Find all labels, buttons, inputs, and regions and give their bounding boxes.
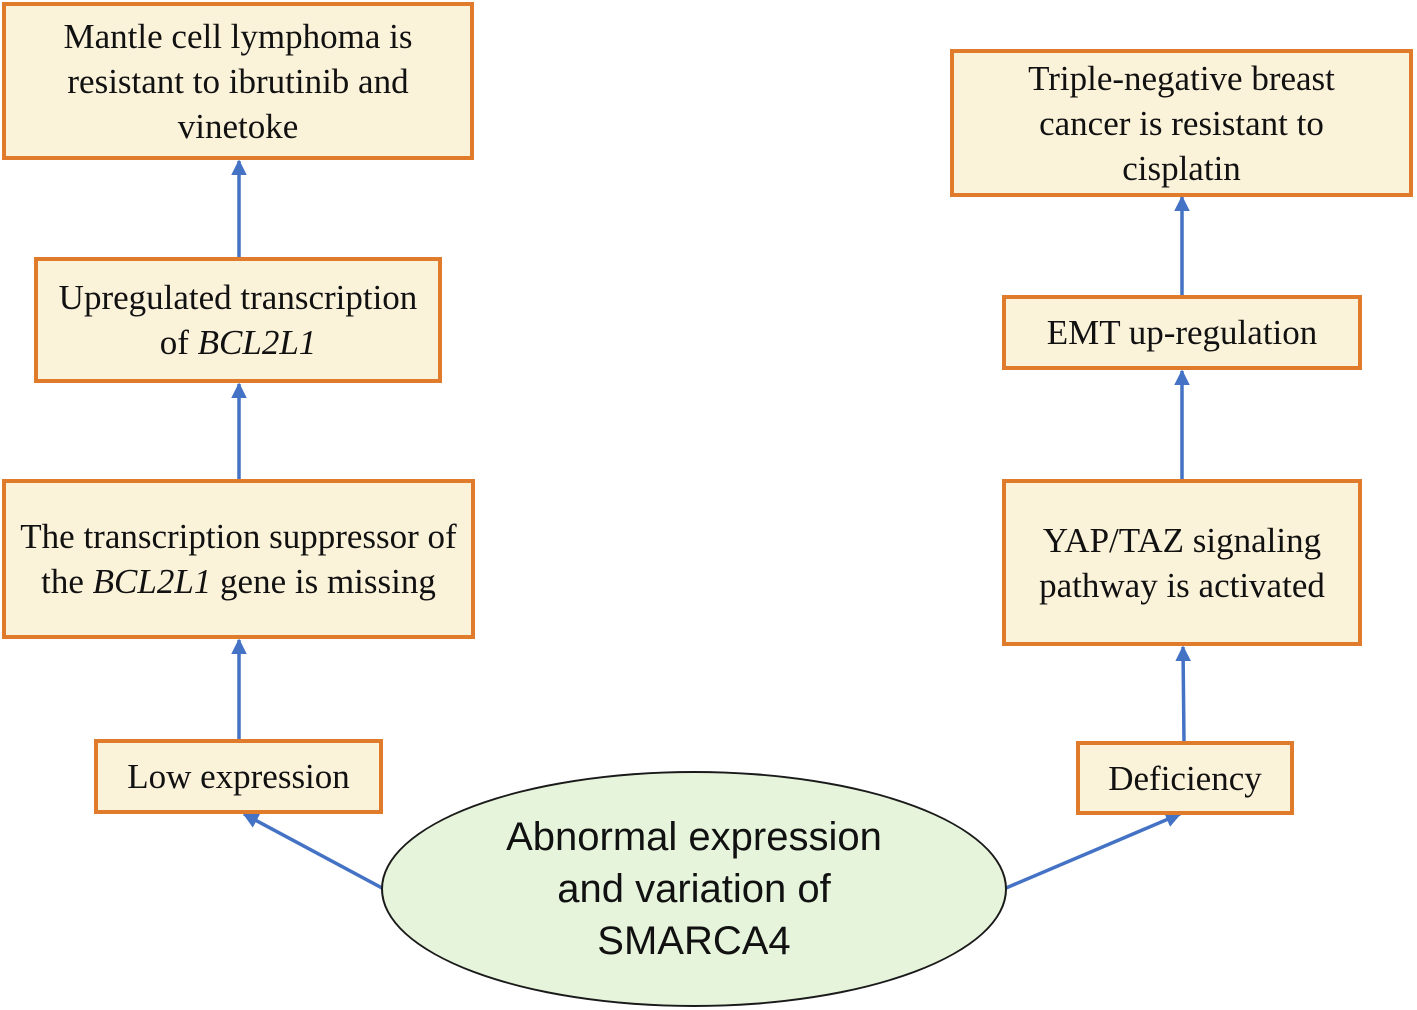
suppressor-missing-text: The transcription suppressor of the BCL2… bbox=[20, 517, 457, 601]
emt-upregulation-text: EMT up-regulation bbox=[1046, 313, 1318, 352]
gene-name-bcl2l1: BCL2L1 bbox=[92, 562, 212, 601]
yap-taz-text: YAP/TAZ signaling pathway is activated bbox=[1039, 520, 1325, 605]
tnbc-outcome-box: Triple-negative breast cancer is resista… bbox=[950, 49, 1413, 197]
suppressor-missing-box: The transcription suppressor of the BCL2… bbox=[2, 479, 475, 639]
gene-name-bcl2l1: BCL2L1 bbox=[197, 323, 317, 362]
yap-taz-box: YAP/TAZ signaling pathway is activated bbox=[1002, 479, 1362, 646]
deficiency-box: Deficiency bbox=[1076, 741, 1294, 815]
emt-upregulation-box: EMT up-regulation bbox=[1002, 295, 1362, 370]
mantle-cell-outcome-box: Mantle cell lymphoma is resistant to ibr… bbox=[2, 2, 474, 160]
tnbc-outcome-text: Triple-negative breast cancer is resista… bbox=[1028, 58, 1335, 188]
smarca4-center-ellipse: Abnormal expression and variation of SMA… bbox=[381, 771, 1007, 1007]
deficiency-text: Deficiency bbox=[1108, 758, 1262, 798]
upregulated-transcription-box: Upregulated transcription of BCL2L1 bbox=[34, 257, 442, 383]
arrow-center-to-low-expression bbox=[242, 812, 383, 890]
upregulated-transcription-text: Upregulated transcription of BCL2L1 bbox=[58, 278, 418, 362]
arrow-center-to-deficiency bbox=[1005, 812, 1182, 890]
mantle-cell-outcome-text: Mantle cell lymphoma is resistant to ibr… bbox=[63, 16, 413, 146]
arrow-deficiency-to-yap-taz bbox=[1175, 645, 1192, 743]
smarca4-center-text: Abnormal expression and variation of SMA… bbox=[506, 815, 882, 963]
low-expression-box: Low expression bbox=[94, 739, 383, 814]
low-expression-text: Low expression bbox=[127, 757, 350, 796]
